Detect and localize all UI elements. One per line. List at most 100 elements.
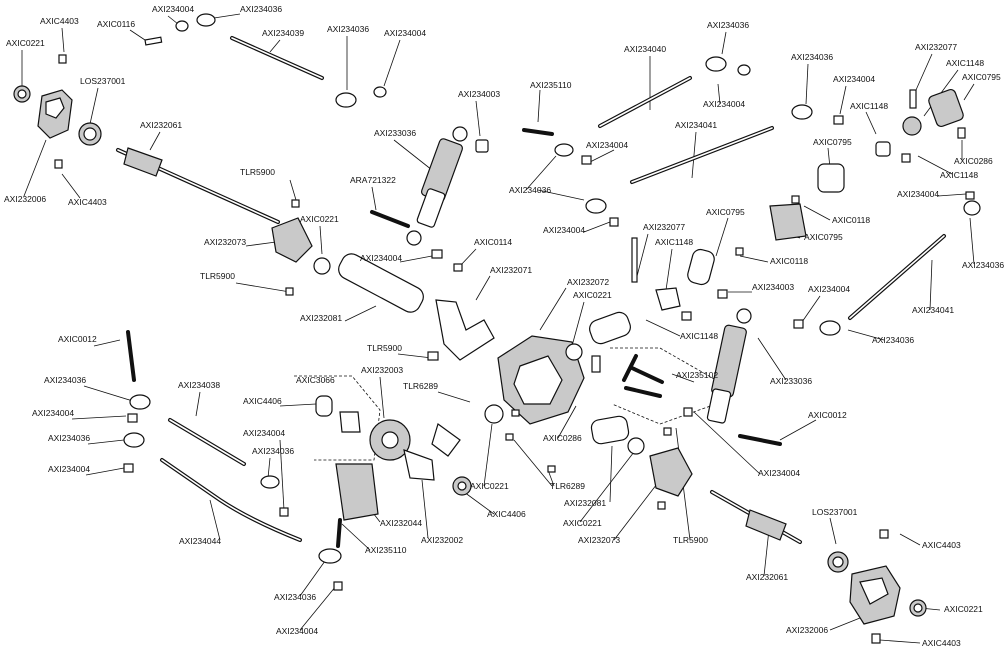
upper-link-left bbox=[175, 13, 387, 108]
part-label: AXIC0012 bbox=[58, 334, 97, 344]
part-label: AXIC0221 bbox=[944, 604, 983, 614]
part-label: AXIC0221 bbox=[563, 518, 602, 528]
part-label: AXIC3066 bbox=[296, 375, 335, 385]
part-label: AXI234044 bbox=[179, 536, 221, 546]
part-label: AXI232081 bbox=[564, 498, 606, 508]
part-label: AXI234041 bbox=[675, 120, 717, 130]
part-label: AXI234036 bbox=[48, 433, 90, 443]
part-label: AXI234004 bbox=[276, 626, 318, 636]
part-label: TLR6289 bbox=[403, 381, 438, 391]
part-label: AXI232077 bbox=[643, 222, 685, 232]
left-shock bbox=[370, 126, 489, 246]
part-label: AXIC1148 bbox=[680, 331, 718, 341]
left-knuckle-assembly bbox=[13, 54, 102, 169]
part-label: AXI234036 bbox=[252, 446, 294, 456]
part-label: AXIC0012 bbox=[808, 410, 847, 420]
part-label: AXI234004 bbox=[808, 284, 850, 294]
part-label: AXIC4406 bbox=[487, 509, 526, 519]
part-label: AXIC4403 bbox=[922, 540, 961, 550]
part-label: AXI232061 bbox=[140, 120, 182, 130]
part-label: AXIC0795 bbox=[706, 207, 745, 217]
part-label: AXI234004 bbox=[543, 225, 585, 235]
part-label: AXIC0795 bbox=[804, 232, 843, 242]
part-label: AXI234004 bbox=[703, 99, 745, 109]
part-label: AXI232073 bbox=[204, 237, 246, 247]
right-axle-pieces bbox=[631, 163, 845, 321]
part-label: AXIC1148 bbox=[946, 58, 984, 68]
right-c-hub bbox=[590, 415, 693, 510]
part-label: AXI234036 bbox=[872, 335, 914, 345]
part-label: AXI234036 bbox=[274, 592, 316, 602]
part-label: AXIC0114 bbox=[474, 237, 512, 247]
part-label: AXIC0116 bbox=[97, 19, 135, 29]
ring-gear-set bbox=[315, 395, 472, 521]
part-label: ARA721322 bbox=[350, 175, 396, 185]
part-label: AXIC1148 bbox=[850, 101, 888, 111]
part-label: AXI234004 bbox=[48, 464, 90, 474]
part-label: TLR6289 bbox=[550, 481, 585, 491]
part-label: AXIC1148 bbox=[940, 170, 978, 180]
part-label: AXI234036 bbox=[962, 260, 1004, 270]
part-label: AXI234004 bbox=[384, 28, 426, 38]
differential-housing bbox=[484, 335, 585, 473]
part-label: AXIC4406 bbox=[243, 396, 282, 406]
part-label: AXI232072 bbox=[567, 277, 609, 287]
part-label: AXIC0286 bbox=[954, 156, 993, 166]
part-label: AXI232061 bbox=[746, 572, 788, 582]
part-label: AXI234004 bbox=[758, 468, 800, 478]
part-label: AXI234004 bbox=[243, 428, 285, 438]
part-label: AXIC0118 bbox=[770, 256, 808, 266]
part-label: AXI232081 bbox=[300, 313, 342, 323]
part-label: TLR5900 bbox=[367, 343, 402, 353]
part-label: AXIC4403 bbox=[68, 197, 107, 207]
part-label: AXI234004 bbox=[897, 189, 939, 199]
part-label: AXI234004 bbox=[360, 253, 402, 263]
part-label: AXI235102 bbox=[676, 370, 718, 380]
part-label: AXIC0286 bbox=[543, 433, 582, 443]
part-label: AXI235110 bbox=[530, 80, 572, 90]
part-label: AXI234004 bbox=[152, 4, 194, 14]
link-mount-bracket bbox=[427, 299, 495, 361]
left-axle-tube bbox=[271, 199, 463, 313]
part-label: AXI234004 bbox=[32, 408, 74, 418]
part-label: LOS237001 bbox=[812, 507, 858, 517]
part-label: AXI234036 bbox=[44, 375, 86, 385]
part-label: AXIC1148 bbox=[655, 237, 693, 247]
part-label: AXIC4403 bbox=[40, 16, 79, 26]
part-label: AXI234036 bbox=[327, 24, 369, 34]
part-label: AXI234004 bbox=[586, 140, 628, 150]
part-label: AXI234038 bbox=[178, 380, 220, 390]
part-label: AXI233036 bbox=[770, 376, 812, 386]
part-label: AXIC0221 bbox=[470, 481, 509, 491]
part-label: AXI234036 bbox=[240, 4, 282, 14]
part-label: TLR5900 bbox=[240, 167, 275, 177]
part-label: AXI232044 bbox=[380, 518, 422, 528]
part-label: AXI234003 bbox=[458, 89, 500, 99]
left-front-axle-shaft bbox=[116, 36, 280, 224]
part-label: AXI232071 bbox=[490, 265, 532, 275]
part-label: AXIC0118 bbox=[832, 215, 870, 225]
lower-links-left bbox=[123, 330, 343, 591]
part-label: AXI232002 bbox=[421, 535, 463, 545]
part-label: TLR5900 bbox=[673, 535, 708, 545]
part-label: AXI234036 bbox=[791, 52, 833, 62]
right-axle-tube bbox=[589, 308, 782, 446]
part-label: AXI235110 bbox=[365, 545, 407, 555]
part-label: AXI234004 bbox=[833, 74, 875, 84]
part-label: AXIC0795 bbox=[813, 137, 852, 147]
part-label: AXIC0221 bbox=[573, 290, 612, 300]
part-label: AXI233036 bbox=[374, 128, 416, 138]
part-label: AXI234040 bbox=[624, 44, 666, 54]
part-label: AXI234036 bbox=[707, 20, 749, 30]
part-label: AXI232006 bbox=[4, 194, 46, 204]
part-label: AXIC0221 bbox=[6, 38, 45, 48]
part-label: AXI232006 bbox=[786, 625, 828, 635]
right-axle-knuckle bbox=[710, 490, 927, 644]
part-label: AXI232077 bbox=[915, 42, 957, 52]
right-steering-parts bbox=[793, 88, 981, 336]
part-label: LOS237001 bbox=[80, 76, 126, 86]
part-label: AXI234039 bbox=[262, 28, 304, 38]
part-label: AXI234041 bbox=[912, 305, 954, 315]
part-label: AXIC4403 bbox=[922, 638, 961, 648]
part-label: AXI234003 bbox=[752, 282, 794, 292]
